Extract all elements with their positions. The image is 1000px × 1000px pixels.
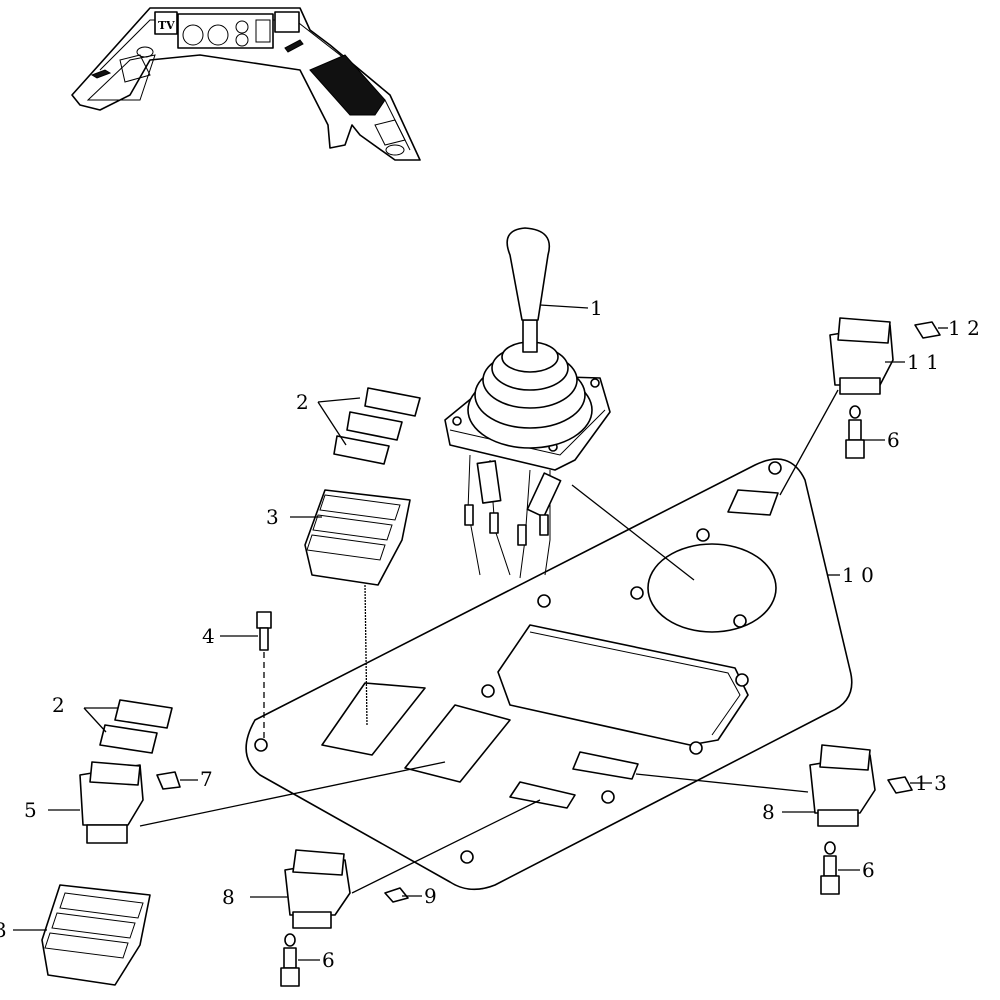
cap-set-lower <box>99 699 173 754</box>
dashboard-badge: TV <box>158 19 175 32</box>
label-clip-left: 7 <box>200 767 213 791</box>
clip-right-mid <box>887 776 913 794</box>
clip-bottom <box>384 887 409 903</box>
callout-labels: 1 2 3 4 2 5 7 3 8 9 6 1 0 1 1 1 2 6 8 1 … <box>0 296 980 972</box>
label-frame-upper: 3 <box>266 505 279 529</box>
label-switch-right-mid: 8 <box>762 800 775 824</box>
label-clip-right-top: 1 2 <box>948 316 980 340</box>
screw <box>256 611 272 651</box>
label-fuse-bottom: 6 <box>322 948 335 972</box>
label-screw: 4 <box>202 624 215 648</box>
switch-frame-lower <box>41 884 151 986</box>
rocker-switch-right-mid <box>809 744 876 827</box>
clip-right-top <box>914 321 941 339</box>
label-fuse-right-mid: 6 <box>862 858 875 882</box>
label-plate: 1 0 <box>842 563 874 587</box>
label-switch-left: 5 <box>24 798 37 822</box>
switch-frame-upper <box>304 489 411 586</box>
label-cap-lower: 2 <box>52 693 65 717</box>
dashboard-overview: TV <box>71 7 421 161</box>
clip-left <box>156 771 181 790</box>
label-frame-lower: 3 <box>0 918 7 942</box>
rocker-switch-right-top <box>829 317 894 395</box>
label-switch-bottom: 8 <box>222 885 235 909</box>
leader-lines <box>13 304 948 961</box>
joystick-lever <box>444 227 611 579</box>
label-switch-right-top: 1 1 <box>907 350 939 374</box>
label-clip-right-mid: 1 3 <box>915 771 947 795</box>
rocker-switch-left <box>79 761 144 844</box>
fuse-bottom <box>280 933 300 987</box>
mounting-plate <box>245 458 853 891</box>
label-fuse-right-top: 6 <box>887 428 900 452</box>
cap-set-upper <box>333 387 421 465</box>
fuse-right-top <box>845 405 865 459</box>
label-lever: 1 <box>590 296 603 320</box>
label-cap-upper: 2 <box>296 390 309 414</box>
fuse-right-mid <box>820 841 840 895</box>
label-clip-bottom: 9 <box>424 884 437 908</box>
rocker-switch-bottom <box>284 849 351 929</box>
